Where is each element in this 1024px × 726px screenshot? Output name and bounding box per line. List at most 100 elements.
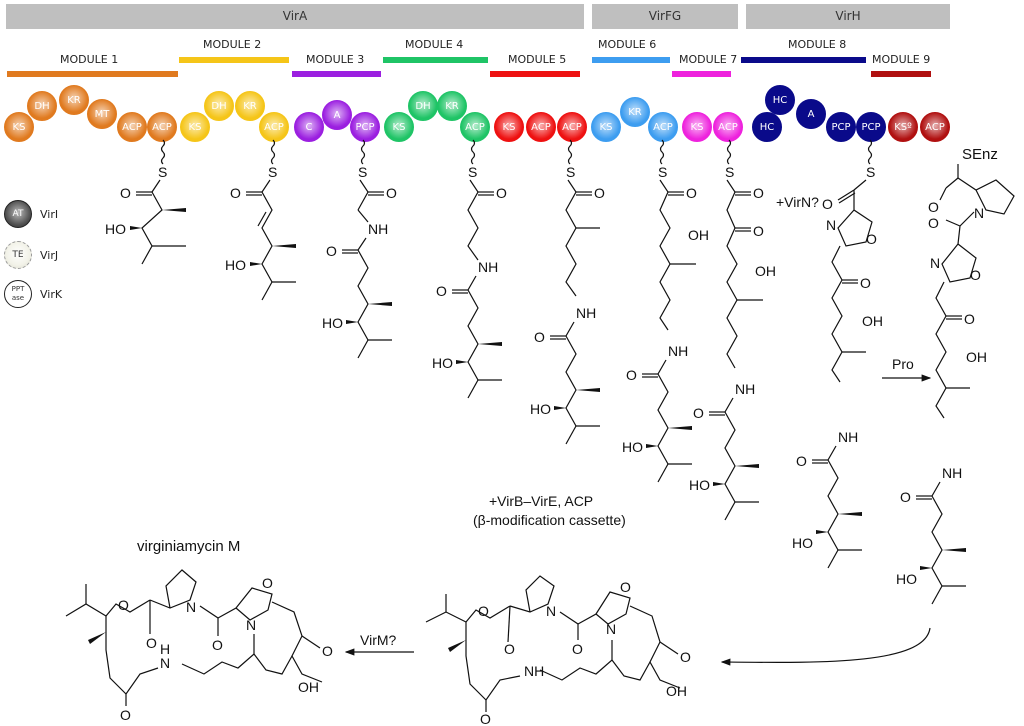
svg-text:N: N (606, 621, 616, 637)
svg-text:HO: HO (792, 535, 813, 551)
svg-text:O: O (120, 185, 131, 201)
svg-text:O: O (796, 453, 807, 469)
domain-ks-module-7: KS (682, 112, 712, 142)
legend-protein-virk: VirK (40, 287, 63, 301)
domain-pcp-module-8: PCP (826, 112, 856, 142)
svg-text:O: O (322, 643, 333, 659)
module-9-label: MODULE 9 (872, 53, 931, 66)
domain-kr-module-1: KR (59, 85, 89, 115)
domain-ks-module-2: KS (180, 112, 210, 142)
module-1-label: MODULE 1 (60, 53, 119, 66)
macrocycle-precursor: O O N O O N O OH NH O (425, 575, 691, 726)
svg-text:O: O (480, 711, 491, 726)
svg-text:S: S (658, 164, 667, 180)
svg-text:HO: HO (105, 221, 126, 237)
domain-kr-module-4: KR (437, 91, 467, 121)
svg-text:HO: HO (432, 355, 453, 371)
svg-text:N: N (930, 255, 940, 271)
domain-hc-module-8: HC (765, 85, 795, 115)
svg-text:OH: OH (666, 683, 687, 699)
svg-text:O: O (504, 641, 515, 657)
domain-ks-module-5: KS (494, 112, 524, 142)
domain-acp-module-4: ACP (460, 112, 490, 142)
svg-text:S: S (566, 164, 575, 180)
module-5-line (490, 71, 580, 77)
module-2-line (179, 57, 289, 63)
svg-text:O: O (928, 215, 939, 231)
svg-text:O: O (680, 649, 691, 665)
cyclization-arrow (720, 627, 931, 666)
domain-kr-module-6: KR (620, 97, 650, 127)
module-3-label: MODULE 3 (306, 53, 365, 66)
legend-item-at: AT VirI (4, 200, 58, 228)
domain-acp-module-5: ACP (526, 112, 556, 142)
virginiamycin-m-structure: O O N O O N O OH N H O (65, 569, 333, 723)
svg-text:N: N (160, 655, 170, 671)
legend-item-te: TE VirJ (4, 241, 58, 269)
svg-text:O: O (620, 579, 631, 595)
module-6-label: MODULE 6 (598, 38, 657, 51)
svg-text:O: O (970, 267, 981, 283)
intermediate-module-8: S O N O O OH NH O HO (792, 164, 883, 569)
domain-dh-module-1: DH (27, 91, 57, 121)
svg-text:O: O (212, 637, 223, 653)
module-4-label: MODULE 4 (405, 38, 464, 51)
svg-text:O: O (262, 575, 273, 591)
svg-text:HO: HO (689, 477, 710, 493)
domain-acp-module-9: ACP (920, 112, 950, 142)
svg-text:HO: HO (322, 315, 343, 331)
svg-text:N: N (246, 617, 256, 633)
svg-text:HO: HO (225, 257, 246, 273)
at-domain-icon: AT (4, 200, 32, 228)
domain-pcp-module-8: PCP (856, 112, 886, 142)
svg-text:O: O (436, 283, 447, 299)
intermediate-module-1: S O HO (105, 164, 186, 265)
protein-bar-virfg: VirFG (592, 4, 738, 29)
svg-text:OH: OH (862, 313, 883, 329)
domain-acp-module-1: ACP (117, 112, 147, 142)
virm-label: VirM? (360, 632, 397, 648)
domain-dh-module-2: DH (204, 91, 234, 121)
svg-text:O: O (386, 185, 397, 201)
svg-text:O: O (693, 405, 704, 421)
domain-a-module-3: A (322, 100, 352, 130)
domain-acp-module-7: ACP (713, 112, 743, 142)
intermediate-module-2: S O HO (225, 164, 296, 301)
module-8-line (741, 57, 866, 63)
svg-text:O: O (230, 185, 241, 201)
module-9-line (871, 71, 931, 77)
svg-text:NH: NH (838, 429, 858, 445)
svg-text:N: N (974, 205, 984, 221)
svg-text:S: S (866, 164, 875, 180)
svg-text:S: S (468, 164, 477, 180)
domain-dh-module-4: DH (408, 91, 438, 121)
pro-label: Pro (892, 356, 914, 372)
intermediate-pro-loaded: O N O N O O OH NH O HO (896, 164, 1015, 605)
svg-text:O: O (594, 185, 605, 201)
svg-text:O: O (866, 231, 877, 247)
intermediate-module-5: S O NH O HO (530, 164, 605, 445)
domain-c-module-3: C (294, 112, 324, 142)
domain-pcp-module-3: PCP (350, 112, 380, 142)
svg-text:O: O (964, 311, 975, 327)
legend-protein-virj: VirJ (40, 248, 59, 262)
module-2-label: MODULE 2 (203, 38, 262, 51)
product-title: virginiamycin M (137, 538, 241, 555)
svg-text:S: S (268, 164, 277, 180)
module-6-line (592, 57, 670, 63)
module-3-line (292, 71, 381, 77)
svg-text:O: O (572, 641, 583, 657)
legend-protein-viri: VirI (40, 207, 59, 221)
domain-mt-module-1: MT (87, 99, 117, 129)
domain-a-module-8: A (796, 99, 826, 129)
module-7-line (672, 71, 731, 77)
svg-text:O: O (822, 196, 833, 212)
svg-text:NH: NH (524, 663, 544, 679)
intermediate-module-7: S O O OH NH O HO (689, 164, 776, 521)
svg-text:O: O (753, 223, 764, 239)
legend-item-pptase: PPT ase VirK (4, 280, 62, 308)
module-4-line (383, 57, 488, 63)
domain-ks-module-1: KS (4, 112, 34, 142)
domain-ks-module-4: KS (384, 112, 414, 142)
svg-text:O: O (496, 185, 507, 201)
